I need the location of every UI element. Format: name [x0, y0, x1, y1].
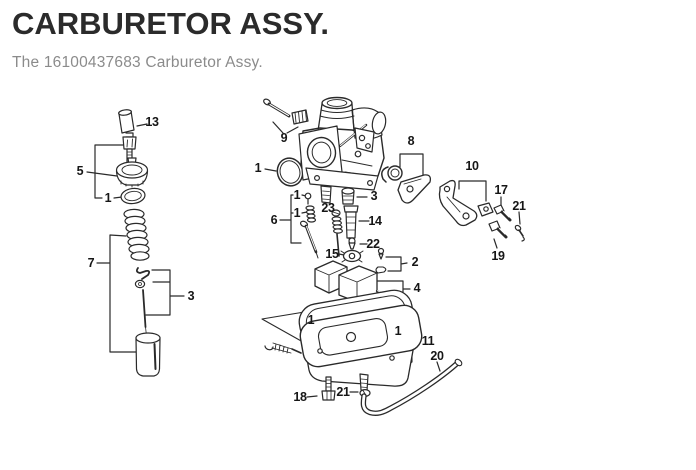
- part-label-1-15: 1: [293, 187, 301, 202]
- part-label-8-7: 8: [407, 133, 415, 148]
- part-top-screw-9: [263, 98, 309, 125]
- part-cable-adjuster-13: [118, 109, 137, 167]
- part-label-21-10: 21: [512, 198, 526, 213]
- part-air-screw-set-6: [299, 192, 319, 259]
- part-label-20-25: 20: [430, 348, 444, 363]
- part-label-19-11: 19: [491, 248, 505, 263]
- part-label-18-26: 18: [293, 389, 307, 404]
- part-stay-bracket-10: [438, 179, 494, 227]
- part-bolt-19: [488, 220, 508, 239]
- part-cap-oring-1: [120, 187, 146, 205]
- part-valve-seat-3: [341, 187, 355, 205]
- part-label-23-13: 23: [321, 200, 335, 215]
- part-label-15-19: 15: [325, 246, 339, 261]
- part-label-3-4: 3: [187, 288, 195, 303]
- part-label-9-5: 9: [280, 130, 288, 145]
- part-label-13-0: 13: [145, 114, 159, 129]
- part-drain-tube-20: [360, 358, 463, 416]
- part-label-4-21: 4: [413, 280, 421, 295]
- part-label-22-18: 22: [366, 236, 380, 251]
- part-label-1-16: 1: [293, 205, 301, 220]
- part-drain-bolt-18: [321, 376, 336, 401]
- part-screw-21: [514, 224, 525, 242]
- part-label-21-27: 21: [336, 384, 350, 399]
- part-top-cap-5: [115, 157, 149, 188]
- part-label-5-1: 5: [76, 163, 84, 178]
- part-float-bowl-11: [264, 289, 423, 392]
- part-float-valve-2: [375, 247, 387, 274]
- part-label-1-6: 1: [254, 160, 262, 175]
- part-label-6-17: 6: [270, 212, 278, 227]
- part-label-7-3: 7: [87, 255, 95, 270]
- part-label-1-23: 1: [394, 323, 402, 338]
- part-throttle-slide: [135, 332, 161, 377]
- part-label-1-2: 1: [104, 190, 112, 205]
- part-label-14-14: 14: [368, 213, 382, 228]
- part-label-2-20: 2: [411, 254, 419, 269]
- part-body-oring-1: [276, 157, 304, 187]
- part-label-3-12: 3: [370, 188, 378, 203]
- part-needle-set-3: [134, 267, 151, 335]
- part-valve-seat-15: [340, 249, 364, 263]
- part-throttle-stop-screw-23: [331, 209, 344, 257]
- part-bolt-17: [493, 204, 512, 222]
- page-subtitle: The 16100437683 Carburetor Assy.: [12, 54, 263, 71]
- part-carburetor-body: [298, 96, 387, 204]
- part-label-17-9: 17: [494, 182, 508, 197]
- part-choke-spring-lever-8: [381, 165, 432, 204]
- page-title: CARBURETOR ASSY.: [12, 6, 329, 41]
- part-main-jet-22: [348, 237, 356, 250]
- part-label-10-8: 10: [465, 158, 479, 173]
- part-label-1-22: 1: [307, 312, 315, 327]
- part-throttle-spring-7: [123, 208, 150, 261]
- part-label-11-24: 11: [421, 333, 435, 348]
